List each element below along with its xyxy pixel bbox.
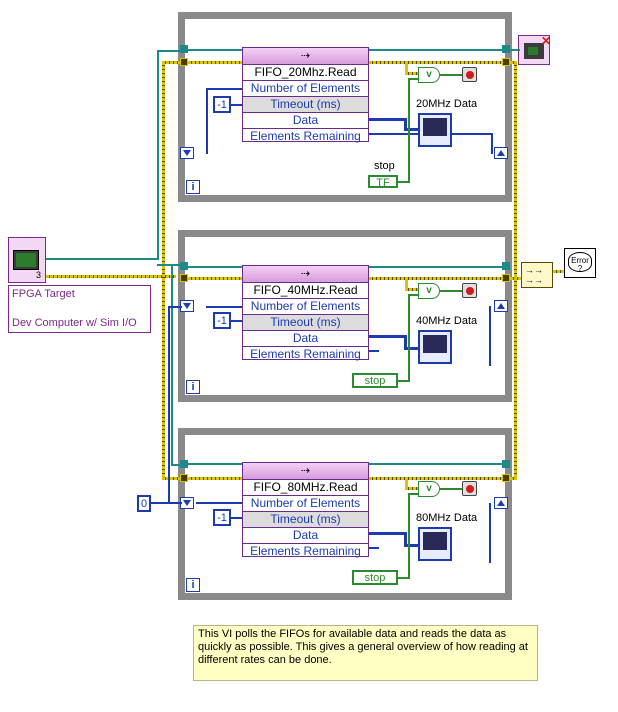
merge-errors-icon[interactable]: →→ →→ [521, 262, 553, 288]
fifo-row-timeout[interactable]: Timeout (ms) [243, 315, 368, 331]
ref-tunnel-out-1 [502, 45, 510, 53]
waveform-graph-indicator[interactable] [418, 113, 452, 147]
fpga-ref-wire [46, 258, 158, 260]
ref-wire-loop1 [157, 50, 181, 52]
shift-register-right-2[interactable] [494, 300, 508, 312]
iteration-terminal: i [186, 380, 200, 394]
timeout-constant[interactable]: -1 [213, 96, 231, 113]
stop-local-variable[interactable]: stop [352, 373, 398, 388]
stop-label: stop [364, 375, 386, 387]
fifo-row-elements-remaining[interactable]: Elements Remaining [250, 129, 361, 143]
error-wire-loop1-out [510, 61, 517, 64]
error-wire-loop3-in [162, 477, 180, 480]
ref-wire-loop3 [171, 464, 181, 466]
error-wire-vertical-right [514, 62, 517, 480]
fifo-read-node-3[interactable]: ⇢ FIFO_80MHz.Read Number of Elements Tim… [242, 462, 369, 558]
fpga-target-icon[interactable]: 3 [8, 237, 46, 283]
graph-label: 20MHz Data [416, 98, 478, 110]
fpga-target-label: FPGA Target [12, 288, 75, 300]
shift-register-right-1[interactable] [494, 147, 508, 159]
ref-wire-loop2 [157, 264, 181, 266]
fifo-row-timeout[interactable]: Timeout (ms) [243, 512, 368, 528]
ref-tunnel-out-2 [502, 262, 510, 270]
fpga-ref-wire-vertical [157, 50, 159, 260]
fifo-row-elements-remaining[interactable]: Elements Remaining [250, 544, 361, 558]
shift-register-right-3[interactable] [494, 497, 508, 509]
ref-tunnel-in-2 [180, 262, 188, 270]
ref-tunnel-in-1 [180, 45, 188, 53]
fifo-row-timeout[interactable]: Timeout (ms) [243, 97, 368, 113]
fifo-row-elements-remaining[interactable]: Elements Remaining [250, 347, 361, 361]
graph-icon [423, 335, 447, 353]
fifo-title: FIFO_20Mhz.Read [243, 65, 368, 81]
error-tunnel-out-3 [502, 474, 510, 482]
comment-note: This VI polls the FIFOs for available da… [193, 625, 538, 681]
close-fpga-reference-icon[interactable]: ✕ [518, 34, 552, 65]
fifo-read-node-2[interactable]: ⇢ FIFO_40MHz.Read Number of Elements Tim… [242, 265, 369, 361]
fifo-arrow-icon: ⇢ [300, 50, 311, 62]
stop-local-variable[interactable]: stop [352, 570, 398, 585]
or-gate[interactable]: v [418, 283, 440, 299]
fifo-title: FIFO_80MHz.Read [243, 480, 368, 496]
waveform-graph-indicator[interactable] [418, 527, 452, 561]
fifo-row-number-of-elements[interactable]: Number of Elements [243, 496, 368, 512]
error-tunnel-out-2 [502, 274, 510, 282]
ref-wire-loop3-v [171, 265, 173, 465]
error-wire-vertical-left [162, 62, 165, 480]
fifo-row-data[interactable]: Data [243, 113, 368, 129]
iteration-terminal: i [186, 578, 200, 592]
fifo-title: FIFO_40MHz.Read [243, 283, 368, 299]
loop-condition-stop[interactable] [462, 481, 477, 496]
or-gate[interactable]: v [418, 481, 440, 497]
stop-label: stop [364, 572, 386, 584]
graph-icon [423, 118, 447, 136]
fifo-read-node-1[interactable]: ⇢ FIFO_20Mhz.Read Number of Elements Tim… [242, 47, 369, 143]
loop-condition-stop[interactable] [462, 67, 477, 82]
error-label: Error ? [571, 256, 589, 273]
simple-error-handler-icon[interactable]: Error ? [564, 248, 596, 278]
error-tunnel-out-1 [502, 58, 510, 66]
fifo-arrow-icon: ⇢ [300, 465, 311, 477]
error-tunnel-in-2 [180, 274, 188, 282]
fpga-target-label-box: FPGA Target Dev Computer w/ Sim I/O [8, 285, 151, 333]
shift-register-left-1[interactable] [180, 147, 194, 159]
fifo-row-data[interactable]: Data [243, 528, 368, 544]
shift-register-left-2[interactable] [180, 300, 194, 312]
zero-constant[interactable]: 0 [137, 495, 151, 512]
timeout-constant[interactable]: -1 [213, 509, 231, 526]
fpga-target-resource: Dev Computer w/ Sim I/O [12, 317, 137, 329]
timeout-constant[interactable]: -1 [213, 312, 231, 329]
stop-label: stop [374, 160, 395, 172]
shift-register-left-3[interactable] [180, 497, 194, 509]
tf-label: TF [376, 177, 390, 189]
error-wire-loop1-in [162, 61, 180, 64]
graph-icon [423, 532, 447, 550]
error-wire-loop3-out [510, 477, 517, 480]
error-wire-main [46, 275, 176, 278]
error-tunnel-in-1 [180, 58, 188, 66]
ref-tunnel-in-3 [180, 460, 188, 468]
fifo-row-data[interactable]: Data [243, 331, 368, 347]
stop-boolean-control[interactable]: TF [368, 175, 398, 189]
close-x-icon: ✕ [541, 34, 552, 48]
comment-text: This VI polls the FIFOs for available da… [198, 628, 528, 666]
fifo-row-number-of-elements[interactable]: Number of Elements [243, 81, 368, 97]
error-wire-loop2-out [510, 277, 522, 280]
iteration-terminal: i [186, 180, 200, 194]
graph-label: 40MHz Data [416, 315, 478, 327]
error-tunnel-in-3 [180, 474, 188, 482]
fifo-arrow-icon: ⇢ [300, 268, 311, 280]
or-gate[interactable]: v [418, 67, 440, 83]
graph-label: 80MHz Data [416, 512, 478, 524]
fpga-count: 3 [36, 270, 42, 280]
waveform-graph-indicator[interactable] [418, 330, 452, 364]
loop-condition-stop[interactable] [462, 283, 477, 298]
ref-tunnel-out-3 [502, 460, 510, 468]
fifo-row-number-of-elements[interactable]: Number of Elements [243, 299, 368, 315]
